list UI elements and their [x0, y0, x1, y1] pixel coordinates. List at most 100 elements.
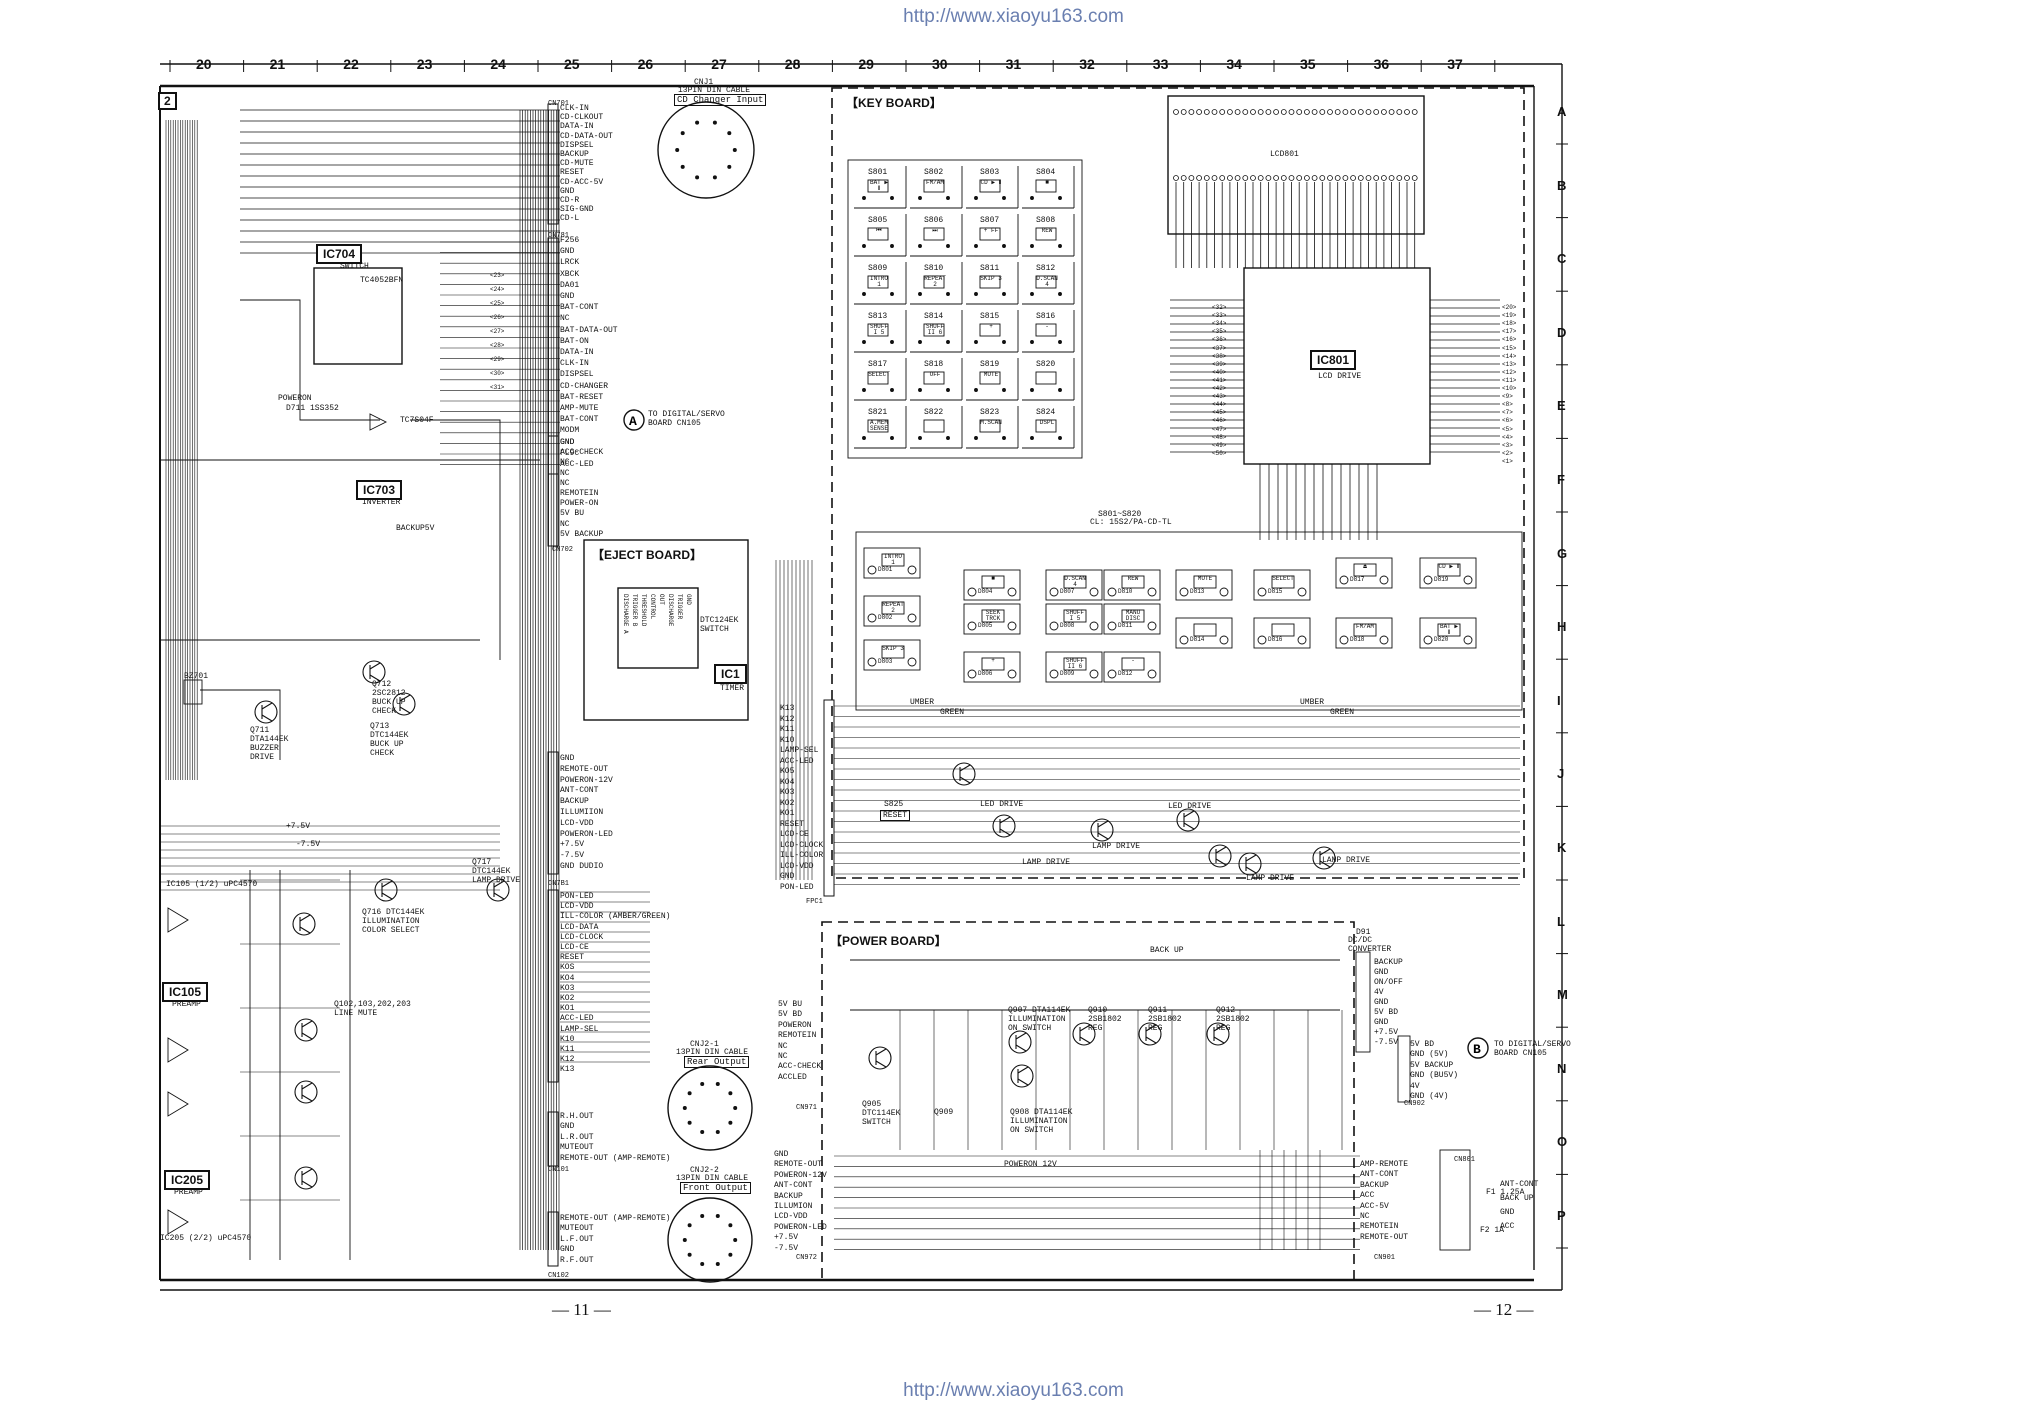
key-switch-label[interactable]: +	[989, 323, 993, 330]
cn781-pin: BAT-ON	[560, 336, 589, 346]
cn901-pin: AMP-REMOTE	[1360, 1160, 1409, 1169]
ic704-body	[313, 267, 403, 365]
key-switch-label[interactable]: SHUFF I 5	[869, 323, 888, 336]
cn7b1-tag: CN7B1	[548, 880, 570, 888]
key-switch-label[interactable]: BAT ▶ Ⅱ	[869, 179, 888, 192]
power-q908: Q908 DTA114EK ILLUMINATION ON SWITCH	[1010, 1108, 1073, 1135]
wire-number-label: <36>	[1212, 336, 1227, 344]
cn781-pin: CLK-IN	[560, 359, 589, 369]
cnj2-1-label: CNJ2-1	[690, 1040, 719, 1049]
row-letter: I	[1557, 692, 1561, 708]
fpc-pin: K12	[560, 1055, 575, 1065]
fpc-pin: K11	[560, 1045, 575, 1054]
key-switch-label[interactable]: -	[1045, 323, 1049, 330]
fpc1-pin: GND	[780, 872, 795, 881]
key-switch-label[interactable]: MUTE	[983, 371, 999, 378]
key-switch-label[interactable]: SKIP 3	[980, 275, 1002, 282]
eject-pin: OUT	[658, 594, 665, 605]
key-switch-ref: S822	[924, 408, 944, 417]
watermark-url-bottom[interactable]: http://www.xiaoyu163.com	[903, 1380, 1124, 1401]
led-key-ref: D812	[1118, 670, 1133, 677]
led-key-label[interactable]: +	[991, 657, 995, 664]
led-key-ref: D802	[878, 614, 893, 621]
cn971-tag: CN971	[796, 1104, 818, 1112]
key-switch-ref: S809	[868, 264, 888, 273]
led-key-label[interactable]: MUTE	[1197, 575, 1213, 582]
wire-number-label: <16>	[1502, 336, 1517, 344]
key-switch-label[interactable]: OFF	[929, 371, 941, 378]
ic704-part: TC4052BFN	[360, 276, 404, 285]
cn702-pin: NC	[560, 478, 570, 488]
wire-number-label: <33>	[1212, 312, 1227, 320]
wire-number-label: <44>	[1212, 401, 1227, 409]
fpc-pin: K10	[560, 1034, 575, 1044]
led-key-label[interactable]: ■	[991, 575, 995, 582]
power-q907: Q907 DTA114EK ILLUMINATION ON SWITCH	[1008, 1006, 1071, 1033]
led-key-label[interactable]: CD ▶ Ⅱ	[1438, 563, 1460, 570]
led-key-label[interactable]: SEEK TRCK	[985, 609, 1001, 622]
ic801-desc: LCD DRIVE	[1318, 372, 1362, 381]
led-key-label[interactable]: -	[1131, 657, 1135, 664]
marker-a-text: TO DIGITAL/SERVO BOARD CN105	[648, 410, 725, 428]
key-switch-matrix	[847, 159, 1083, 459]
led-key-label[interactable]: MANU DISC	[1125, 609, 1141, 622]
cn972-pin: ANT-CONT	[774, 1181, 813, 1191]
led-key-label[interactable]: D.SCAN 4	[1064, 575, 1086, 588]
backup5v-label: BACKUP5V	[396, 524, 435, 533]
led-key-label[interactable]: SHUFF II 6	[1065, 657, 1084, 670]
key-switch-label[interactable]: REW	[1041, 227, 1053, 234]
key-switch-label[interactable]: INTRO 1	[869, 275, 888, 288]
key-switch-label[interactable]: SHUFF II 6	[925, 323, 944, 336]
eject-pin: DISCHARGE A	[622, 594, 629, 634]
led-key-label[interactable]: ⏏	[1363, 563, 1367, 570]
wire-number-label: <15>	[1502, 344, 1517, 352]
key-switch-label[interactable]: ■	[1045, 179, 1049, 186]
wire-number-label: <6>	[1502, 417, 1513, 425]
led-key-label[interactable]: INTRO 1	[883, 553, 902, 566]
led-key-ref: D805	[978, 622, 993, 629]
cn702-pin: 5V BU	[560, 509, 585, 519]
watermark-url-top[interactable]: http://www.xiaoyu163.com	[903, 6, 1124, 27]
led-key-label[interactable]: REPEAT 2	[882, 601, 904, 614]
ic703-tag: IC703	[356, 480, 403, 500]
key-switch-label[interactable]: SELECT	[868, 371, 890, 378]
cn702-pin: 5V BACKUP	[560, 529, 604, 539]
led-key-label[interactable]: SHUFF I 5	[1065, 609, 1084, 622]
eject-board-outline	[583, 539, 749, 721]
eject-pin: TRIGGER B	[631, 594, 638, 627]
key-switch-ref: S807	[980, 216, 1000, 225]
key-switch-label[interactable]: FM/AM	[925, 179, 944, 186]
key-switch-label[interactable]: ⏮	[876, 227, 882, 234]
power-q911: Q911 2SB1802 REG	[1148, 1006, 1182, 1033]
power-q910: Q910 2SB1802 REG	[1088, 1006, 1122, 1033]
ic704-tag: IC704	[316, 244, 363, 264]
lamp-drive-label-3: LAMP DRIVE	[1246, 874, 1295, 883]
led-key-ref: D808	[1060, 622, 1075, 629]
key-switch-label[interactable]: D.SCAN 4	[1036, 275, 1058, 288]
cn801-pin: ACC	[1500, 1222, 1515, 1231]
wire-number-label: <29>	[490, 356, 505, 363]
fpc1-pin: LCD-VDD	[780, 861, 814, 871]
led-key-label[interactable]: SKIP 3	[882, 645, 904, 652]
led-key-label[interactable]: BAT ▶ Ⅱ	[1439, 623, 1458, 636]
led-key-label[interactable]: REW	[1127, 575, 1139, 582]
wire-number-label: <49>	[1212, 441, 1227, 449]
cnj2-2-label: CNJ2-2	[690, 1166, 719, 1175]
key-switch-label[interactable]: CD ▶ Ⅱ	[980, 179, 1002, 186]
led-key-label[interactable]: FM/AM	[1355, 623, 1374, 630]
key-switch-label[interactable]: A.MEM SENSE	[869, 419, 888, 432]
left-circuitry	[160, 120, 540, 1260]
key-switch-label[interactable]: DSPL	[1039, 419, 1055, 426]
cn781-pin: XBCK	[560, 269, 580, 279]
key-switch-label[interactable]: M.SCAN	[980, 419, 1002, 426]
key-switch-label[interactable]: + FF	[983, 227, 999, 234]
key-switch-label[interactable]: REPEAT 2	[924, 275, 946, 288]
key-switch-label[interactable]: ⏭	[932, 227, 938, 234]
fpc-pin: KO2	[560, 994, 575, 1003]
s825-reset[interactable]: RESET	[880, 810, 911, 821]
led-key-label[interactable]: SELECT	[1272, 575, 1294, 582]
umber-label-2: UMBER	[1300, 698, 1325, 707]
cn901-pin: REMOTEIN	[1360, 1222, 1399, 1232]
power-q912: Q912 2SB1802 REG	[1216, 1006, 1250, 1033]
eject-pin: THRESHOLD	[640, 594, 647, 627]
